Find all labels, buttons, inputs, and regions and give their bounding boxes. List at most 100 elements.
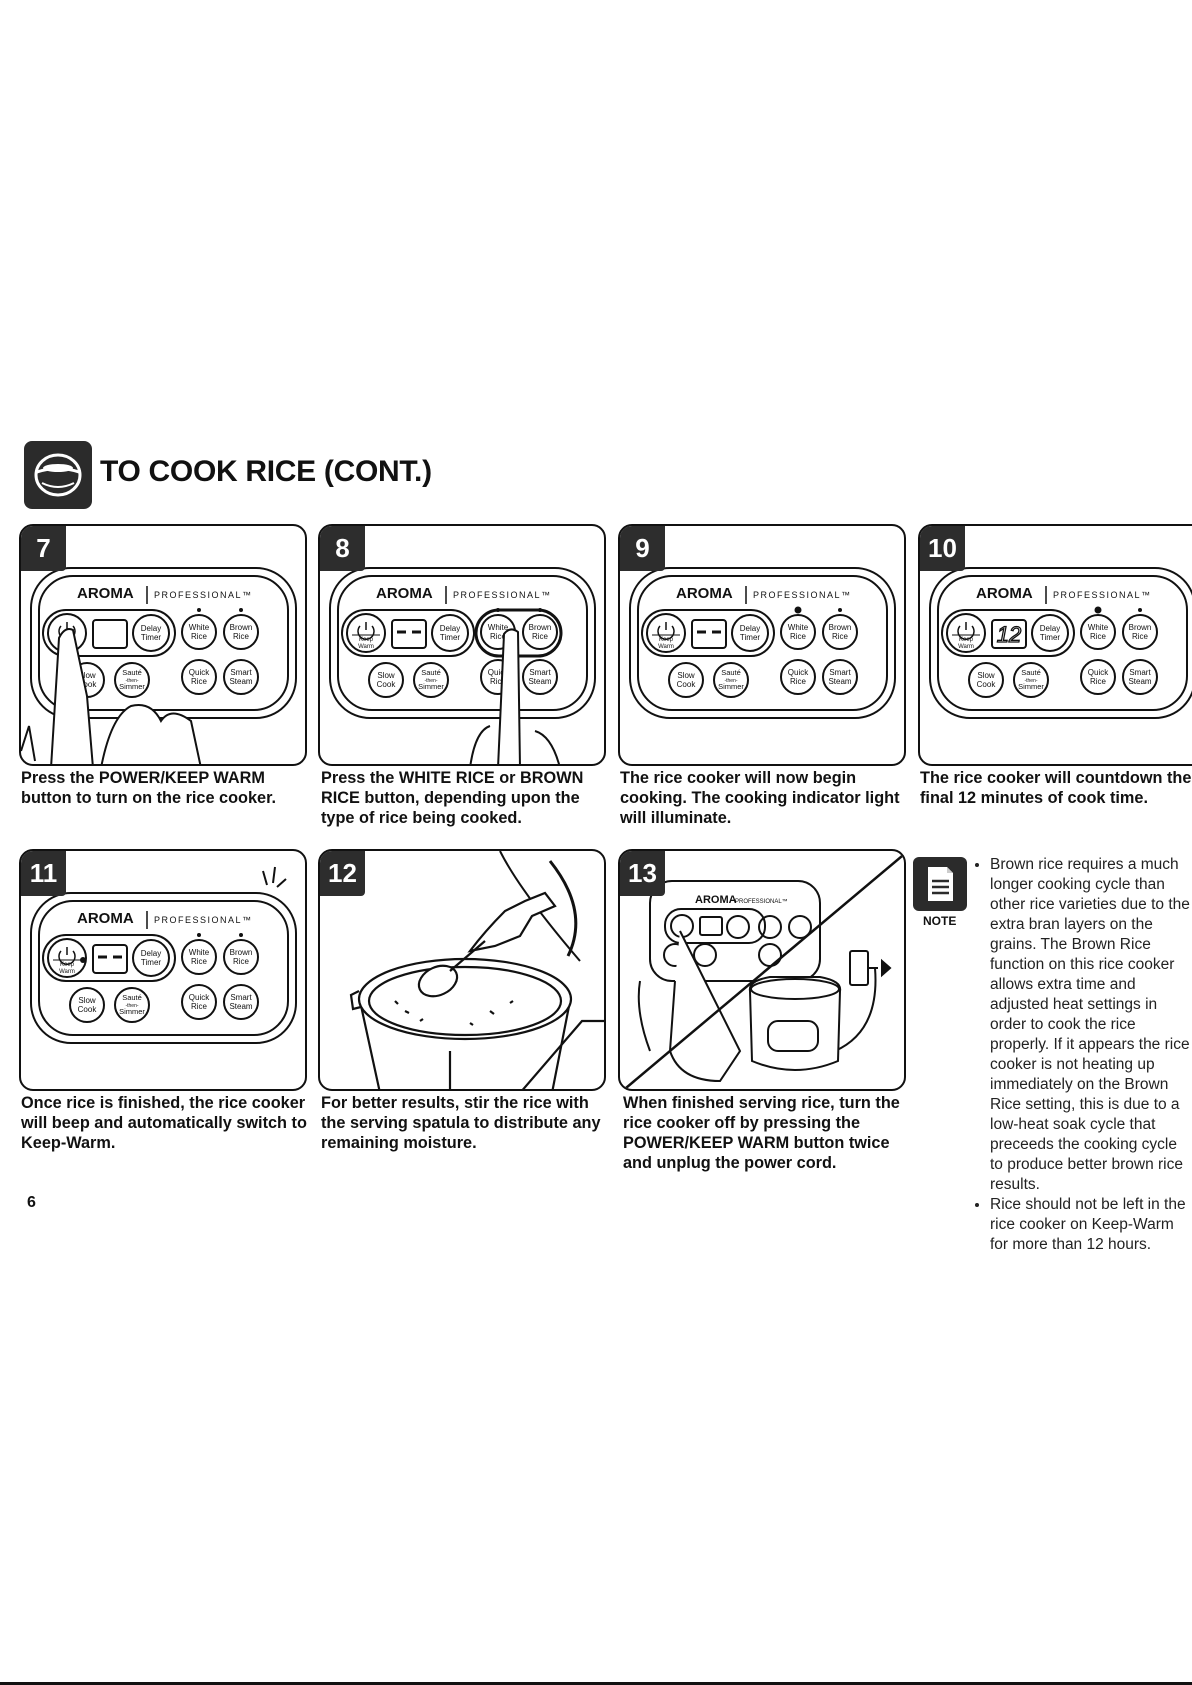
brand-logo: AROMA [77, 910, 134, 927]
cooking-indicator-light [1094, 606, 1102, 614]
professional-logo: PROFESSIONAL™ [1053, 590, 1152, 600]
control-panel-inner [937, 575, 1188, 711]
hand [100, 704, 202, 764]
professional-logo: PROFESSIONAL™ [154, 915, 253, 925]
power-timer-group [42, 934, 176, 982]
step-13-badge: 13 [620, 851, 665, 896]
power-keep-warm-button [47, 938, 87, 978]
white-rice-button [181, 939, 217, 975]
step-9-caption: The rice cooker will now begin cooking. … [620, 769, 900, 827]
digital-display [391, 619, 427, 649]
cooking-indicator-light [496, 608, 500, 612]
saute-simmer-label: Sauté-then-Simmer [119, 668, 145, 691]
quick-rice-button [1080, 659, 1116, 695]
quick-rice-button [181, 659, 217, 695]
digital-display [691, 619, 727, 649]
note-list: Brown rice requires a much longer cookin… [970, 855, 1192, 1255]
saute-simmer-button [1013, 662, 1049, 698]
footer-divider [0, 1682, 1192, 1685]
saute-simmer-button [413, 662, 449, 698]
control-panel-inner [637, 575, 888, 711]
beep-lines [262, 866, 287, 888]
pressing-finger [497, 628, 521, 764]
brand-logo: AROMA [376, 585, 433, 602]
page-number: 6 [27, 1194, 36, 1211]
step-13-caption: When finished serving rice, turn the ric… [623, 1094, 900, 1172]
saute-simmer-label: Sauté-then-Simmer [718, 668, 744, 691]
control-panel-inner [337, 575, 588, 711]
note-icon [913, 857, 967, 911]
step-8-badge: 8 [320, 526, 365, 571]
brown-rice-button [822, 614, 858, 650]
professional-logo: PROFESSIONAL™ [735, 898, 788, 905]
brand-logo: AROMA [695, 894, 737, 906]
stir-rice-illustration [349, 851, 604, 1089]
digital-display [92, 619, 128, 649]
saute-simmer-label: Sauté-then-Simmer [119, 993, 145, 1016]
power-icon [58, 950, 76, 966]
cooking-indicator-light [197, 933, 201, 937]
step-7-caption: Press the POWER/KEEP WARM button to turn… [21, 769, 277, 807]
power-icon [357, 625, 375, 641]
power-icon [957, 625, 975, 641]
keep-warm-light [80, 957, 86, 963]
saute-simmer-button [114, 987, 150, 1023]
indicator-light [239, 933, 243, 937]
saute-simmer-label: Sauté-then-Simmer [418, 668, 444, 691]
white-rice-button [1080, 614, 1116, 650]
pressing-finger [50, 628, 94, 764]
smart-steam-button [822, 659, 858, 695]
power-timer-group [341, 609, 475, 657]
brown-rice-button [522, 614, 558, 650]
brown-rice-button [223, 939, 259, 975]
hand [469, 725, 560, 764]
indicator-light [1138, 608, 1142, 612]
control-panel-outline [329, 567, 596, 719]
slow-cook-button [368, 662, 404, 698]
control-panel-inner [38, 900, 289, 1036]
step-12-badge: 12 [320, 851, 365, 896]
step-8-caption: Press the WHITE RICE or BROWN RICE butto… [321, 769, 584, 827]
step-12-caption: For better results, stir the rice with t… [321, 1094, 601, 1152]
indicator-light [838, 608, 842, 612]
display-digits: 12 [997, 622, 1021, 647]
step-7-badge: 7 [21, 526, 66, 571]
note-item: Brown rice requires a much longer cookin… [990, 855, 1192, 1195]
control-panel-outline [929, 567, 1192, 719]
delay-timer-button [132, 614, 170, 652]
power-keep-warm-button [946, 613, 986, 653]
brand-logo: AROMA [77, 585, 134, 602]
delay-timer-button [132, 939, 170, 977]
unplug-illustration: AROMA PROFESSIONAL™ [622, 852, 904, 1089]
cooking-indicator-light [197, 608, 201, 612]
